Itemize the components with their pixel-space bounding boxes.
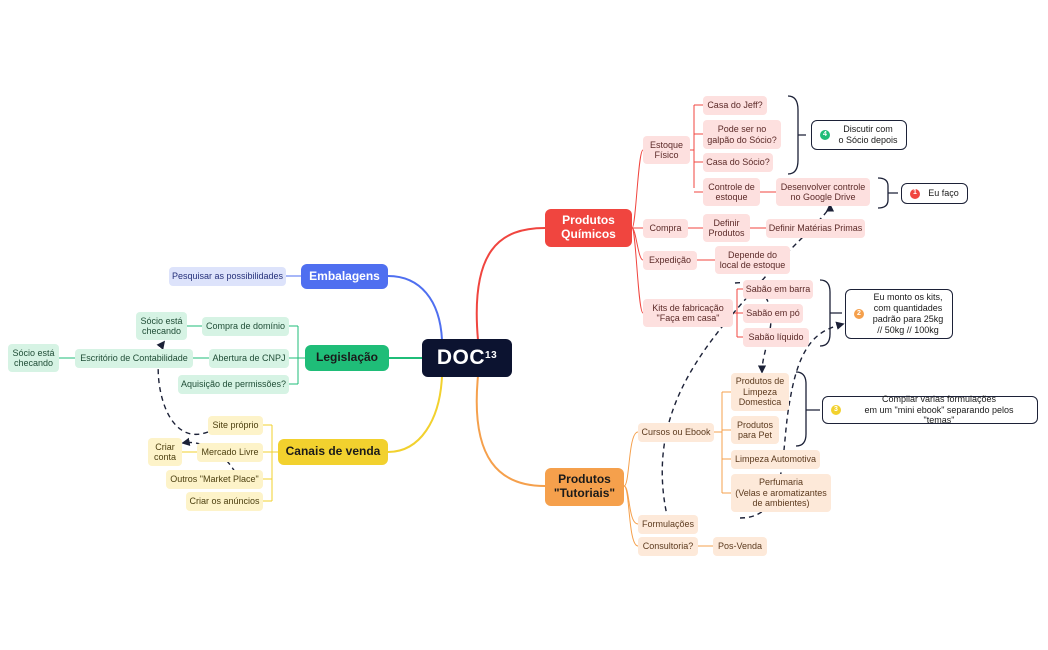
topic-pos-venda[interactable]: Pos-Venda bbox=[713, 537, 767, 556]
topic-local-estoque[interactable]: Depende do local de estoque bbox=[715, 246, 790, 274]
topic-permissoes[interactable]: Aquisição de permissões? bbox=[178, 375, 289, 394]
topic-socio-checando-cnpj[interactable]: Sócio está checando bbox=[8, 344, 59, 372]
dashed-formulacoes-drive bbox=[661, 203, 835, 521]
topic-sabao-liquido[interactable]: Sabão líquido bbox=[743, 328, 809, 347]
root-superscript: 13 bbox=[485, 350, 498, 362]
topic-compra-dominio[interactable]: Compra de domínio bbox=[202, 317, 289, 336]
link-root-embalagens bbox=[387, 275, 443, 341]
link-canais-items bbox=[271, 425, 278, 501]
link-tutoriais-cursos bbox=[623, 431, 639, 487]
topic-materias-primas[interactable]: Definir Matérias Primas bbox=[766, 219, 865, 238]
link-quimicos-expedicao bbox=[631, 227, 644, 261]
topic-google-drive[interactable]: Desenvolver controle no Google Drive bbox=[776, 178, 870, 206]
topic-expedicao[interactable]: Expedição bbox=[643, 251, 697, 270]
root-label: DOC bbox=[436, 345, 486, 369]
badge-1-icon: 1 bbox=[910, 188, 920, 199]
topic-produtos-quimicos[interactable]: Produtos Químicos bbox=[545, 209, 632, 247]
topic-criar-anuncios[interactable]: Criar os anúncios bbox=[186, 492, 263, 511]
topic-limpeza-domestica[interactable]: Produtos de Limpeza Domestica bbox=[731, 373, 789, 411]
topic-site-proprio[interactable]: Site próprio bbox=[208, 416, 263, 435]
topic-kits-fabricacao[interactable]: Kits de fabricação "Faça em casa" bbox=[643, 299, 733, 327]
note-eu-faco-text: Eu faço bbox=[928, 188, 959, 199]
link-quimicos-estoque bbox=[631, 149, 644, 229]
topic-limpeza-automotiva[interactable]: Limpeza Automotiva bbox=[731, 450, 820, 469]
note-discutir-text: Discutir com o Sócio depois bbox=[838, 124, 898, 145]
badge-3-icon: 3 bbox=[831, 405, 841, 415]
topic-produtos-tutoriais[interactable]: Produtos "Tutoriais" bbox=[545, 468, 624, 506]
note-eu-monto-kits[interactable]: 2 Eu monto os kits, com quantidades padr… bbox=[845, 289, 953, 339]
topic-definir-produtos[interactable]: Definir Produtos bbox=[703, 214, 750, 242]
link-root-quimicos bbox=[475, 227, 546, 341]
link-estoque-items bbox=[690, 105, 695, 188]
link-legis-items bbox=[297, 326, 305, 384]
link-root-canais bbox=[387, 375, 443, 453]
link-root-tutoriais bbox=[475, 375, 546, 487]
bracket-estoque bbox=[787, 95, 806, 175]
topic-perfumaria[interactable]: Perfumaria (Velas e aromatizantes de amb… bbox=[731, 474, 831, 512]
topic-casa-socio[interactable]: Casa do Sócio? bbox=[703, 153, 773, 172]
badge-2-icon: 2 bbox=[854, 309, 864, 319]
topic-cursos-ebook[interactable]: Cursos ou Ebook bbox=[638, 423, 714, 442]
topic-abertura-cnpj[interactable]: Abertura de CNPJ bbox=[209, 349, 289, 368]
topic-criar-conta[interactable]: Criar conta bbox=[148, 438, 182, 466]
bracket-kits bbox=[819, 279, 842, 347]
topic-legislacao[interactable]: Legislação bbox=[305, 345, 389, 371]
note-compilar-text: Compilar varias formulações em um "mini … bbox=[864, 393, 1014, 426]
dashed-site-dominio bbox=[156, 340, 209, 436]
note-compilar-formulacoes[interactable]: 3 Compilar varias formulações em um "min… bbox=[822, 393, 1038, 426]
topic-controle-estoque[interactable]: Controle de estoque bbox=[703, 178, 760, 206]
topic-produtos-pet[interactable]: Produtos para Pet bbox=[731, 416, 779, 444]
link-quimicos-kits bbox=[631, 227, 644, 314]
topic-socio-checando-dominio[interactable]: Sócio está checando bbox=[136, 312, 187, 340]
topic-compra[interactable]: Compra bbox=[643, 219, 688, 238]
topic-consultoria[interactable]: Consultoria? bbox=[638, 537, 698, 556]
note-discutir-socio[interactable]: 4 Discutir com o Sócio depois bbox=[811, 120, 907, 150]
topic-sabao-po[interactable]: Sabão em pó bbox=[743, 304, 803, 323]
topic-galpao-socio[interactable]: Pode ser no galpão do Sócio? bbox=[703, 120, 781, 149]
topic-escritorio-contabilidade[interactable]: Escritório de Contabilidade bbox=[75, 349, 193, 368]
badge-4-icon: 4 bbox=[820, 130, 830, 140]
link-tutoriais-consultoria bbox=[623, 485, 639, 547]
topic-sabao-barra[interactable]: Sabão em barra bbox=[743, 280, 813, 299]
topic-estoque-fisico[interactable]: Estoque Físico bbox=[643, 136, 690, 164]
note-kits-text: Eu monto os kits, com quantidades padrão… bbox=[872, 292, 944, 335]
topic-outros-market[interactable]: Outros "Market Place" bbox=[166, 470, 263, 489]
topic-casa-jeff[interactable]: Casa do Jeff? bbox=[703, 96, 767, 115]
topic-canais-venda[interactable]: Canais de venda bbox=[278, 439, 388, 465]
dashed-outros-conta bbox=[181, 437, 236, 473]
bracket-drive bbox=[877, 177, 898, 209]
bracket-cursos bbox=[795, 371, 820, 447]
topic-embalagens[interactable]: Embalagens bbox=[301, 264, 388, 289]
dashed-perfumaria-kits bbox=[739, 321, 845, 519]
link-cursos-items bbox=[714, 392, 723, 493]
topic-pesquisar[interactable]: Pesquisar as possibilidades bbox=[169, 267, 286, 286]
topic-mercado-livre[interactable]: Mercado Livre bbox=[197, 443, 263, 462]
topic-formulacoes[interactable]: Formulações bbox=[638, 515, 698, 534]
note-eu-faco[interactable]: 1 Eu faço bbox=[901, 183, 968, 204]
